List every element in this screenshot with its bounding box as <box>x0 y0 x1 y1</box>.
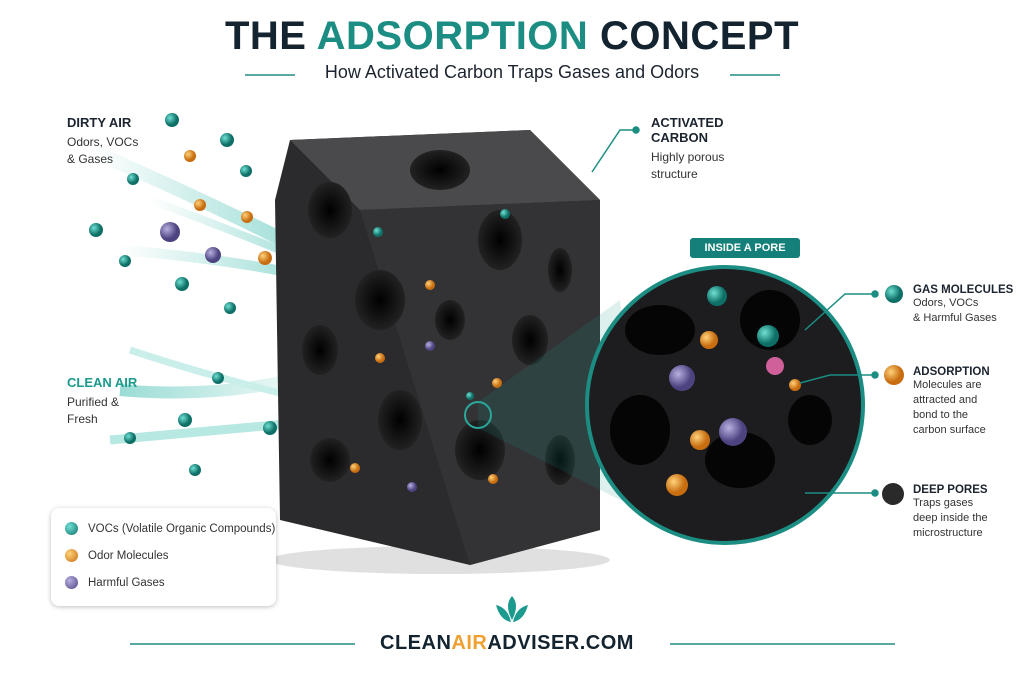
floating-molecules <box>89 113 277 476</box>
divider <box>730 74 780 76</box>
activated-carbon-block <box>270 130 610 574</box>
odor-molecule-icon <box>65 549 78 562</box>
label-title: ACTIVATED <box>651 115 724 130</box>
label-text: Highly porous <box>651 150 725 164</box>
pore-closeup <box>585 265 865 545</box>
label-text: & Gases <box>67 152 114 166</box>
gas-molecule-icon <box>885 285 903 303</box>
voc-molecule-icon <box>65 522 78 535</box>
inside-pore-badge: INSIDE A PORE <box>690 238 800 258</box>
label-text: Odors, VOCs <box>67 135 139 149</box>
legend: VOCs (Volatile Organic Compounds) Odor M… <box>51 508 276 606</box>
leaf-logo-icon <box>496 596 528 622</box>
subtitle: How Activated Carbon Traps Gases and Odo… <box>324 62 700 82</box>
brand-part: ADVISER.COM <box>487 632 634 654</box>
label-text: structure <box>651 167 698 181</box>
label-text: carbon surface <box>913 424 986 436</box>
adsorption-label: ADSORPTION Molecules are attracted and b… <box>913 366 990 438</box>
clean-air-label: CLEAN AIR Purified & Fresh <box>67 375 137 428</box>
deep-pore-icon <box>882 483 904 505</box>
page-title: THE ADSORPTION CONCEPT <box>0 14 1024 59</box>
brand-part: CLEAN <box>380 632 452 654</box>
activated-carbon-label: ACTIVATED CARBON Highly porous structure <box>651 115 724 183</box>
label-title: GAS MOLECULES <box>913 284 1014 296</box>
label-text: attracted and <box>913 394 978 406</box>
brand-highlight: AIR <box>451 632 488 654</box>
harmful-gas-icon <box>65 576 78 589</box>
adsorption-icon <box>884 365 904 385</box>
label-title: CARBON <box>651 130 709 145</box>
label-title: DEEP PORES <box>913 484 988 496</box>
legend-item-harmful-gases: Harmful Gases <box>65 576 165 589</box>
label-text: Purified & <box>67 395 120 409</box>
callout-lines <box>591 126 879 497</box>
label-text: deep inside the <box>913 512 988 524</box>
label-text: microstructure <box>913 527 983 539</box>
title-highlight: ADSORPTION <box>316 14 589 58</box>
label-text: & Harmful Gases <box>913 312 997 324</box>
legend-item-odor: Odor Molecules <box>65 549 169 562</box>
brand-footer: CLEANAIRADVISER.COM <box>380 632 634 655</box>
title-part: THE <box>224 14 307 58</box>
label-text: Fresh <box>67 412 98 426</box>
label-title: CLEAN AIR <box>67 375 138 390</box>
divider <box>245 74 295 76</box>
legend-label: Odor Molecules <box>88 549 169 562</box>
label-text: Traps gases <box>913 497 974 509</box>
label-title: DIRTY AIR <box>67 115 132 130</box>
dirty-air-label: DIRTY AIR Odors, VOCs & Gases <box>67 115 138 168</box>
label-title: ADSORPTION <box>913 366 990 378</box>
title-part: CONCEPT <box>599 14 800 58</box>
legend-label: Harmful Gases <box>88 576 165 589</box>
gas-molecules-label: GAS MOLECULES Odors, VOCs & Harmful Gase… <box>913 284 1013 326</box>
legend-label: VOCs (Volatile Organic Compounds) <box>88 522 276 535</box>
label-text: Molecules are <box>913 379 982 391</box>
legend-item-vocs: VOCs (Volatile Organic Compounds) <box>65 522 275 535</box>
label-text: Odors, VOCs <box>913 297 979 309</box>
deep-pores-label: DEEP PORES Traps gases deep inside the m… <box>913 484 988 541</box>
label-text: bond to the <box>913 409 969 421</box>
